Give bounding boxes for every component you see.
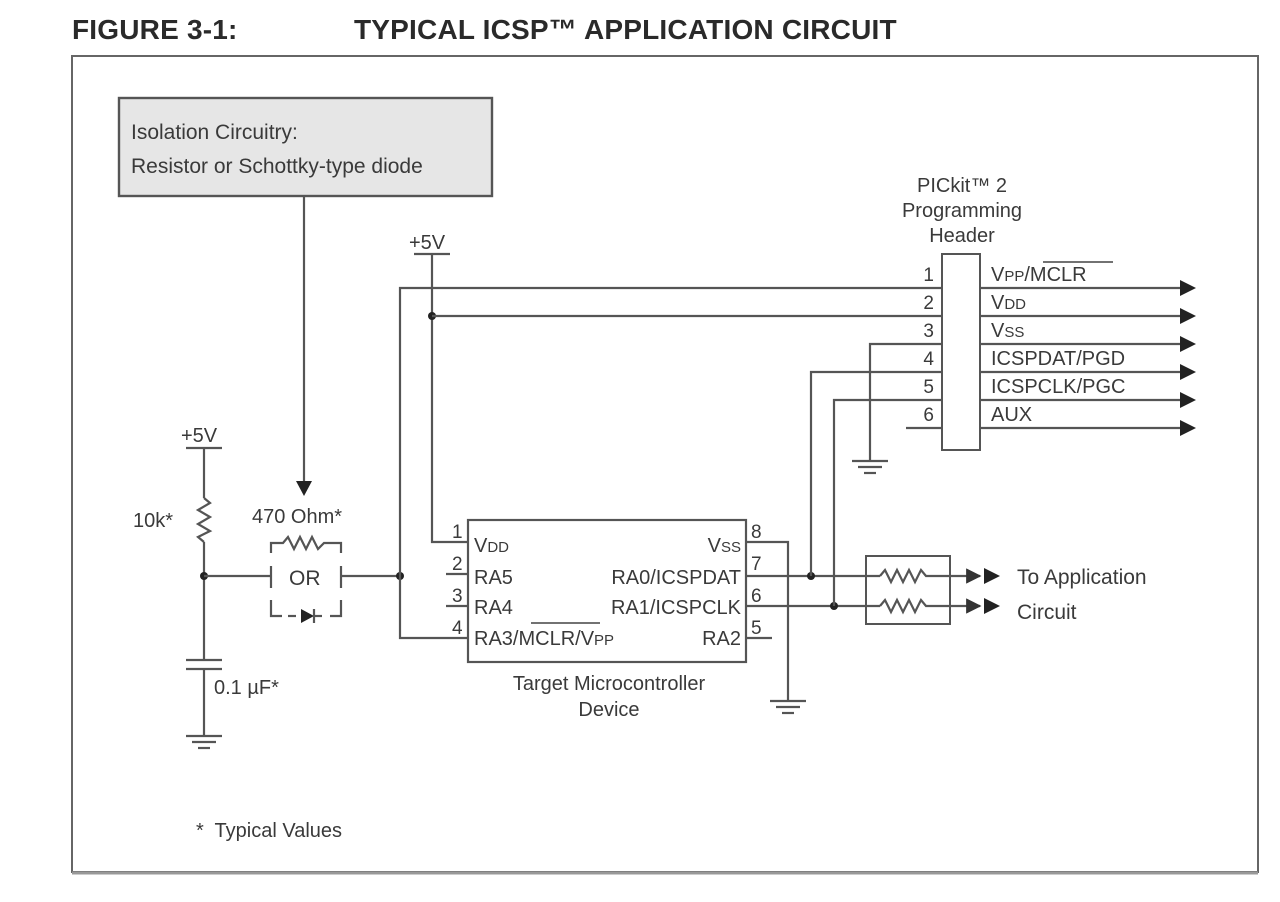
vdd-net-wire bbox=[430, 254, 468, 544]
mcu-pin-ra0-label: RA0/ICSPDAT bbox=[611, 567, 741, 589]
figure-label: FIGURE 3-1: bbox=[72, 14, 238, 45]
resistor-symbol bbox=[879, 567, 932, 585]
vss-header-wire bbox=[868, 342, 1184, 460]
mcu-pin-num: 6 bbox=[751, 586, 762, 607]
mcu-pin-num: 1 bbox=[452, 522, 463, 543]
mcu-pin-num: 4 bbox=[452, 618, 463, 639]
isolation-line1: Isolation Circuitry: bbox=[131, 121, 298, 144]
header-pin-num: 3 bbox=[923, 321, 934, 342]
header-arrow-icon bbox=[1180, 336, 1196, 352]
header-pin-label: VPP/MCLR bbox=[991, 264, 1087, 286]
header-pin-num: 2 bbox=[923, 293, 934, 314]
mcu-pin-num: 8 bbox=[751, 522, 762, 543]
application-label-line2: Circuit bbox=[1017, 601, 1077, 624]
header-arrow-icon bbox=[1180, 364, 1196, 380]
application-arrow-icon bbox=[984, 568, 1000, 584]
pullup-resistor-symbol bbox=[195, 497, 213, 543]
top-supply-label: +5V bbox=[409, 232, 446, 254]
schottky-diode-symbol bbox=[269, 600, 343, 623]
mcu-pin-ra2-label: RA2 bbox=[702, 628, 741, 650]
pgd-header-wire bbox=[809, 370, 1184, 576]
mcu-pin-ra1-label: RA1/ICSPCLK bbox=[611, 597, 742, 619]
isolation-pointer-arrow-icon bbox=[296, 481, 312, 496]
figure-title: TYPICAL ICSP™ APPLICATION CIRCUIT bbox=[354, 14, 897, 45]
header-arrow-icon bbox=[1180, 420, 1196, 436]
target-microcontroller: 1 2 3 4 VDD RA5 RA4 RA3/MCLR/VPP VSS RA0… bbox=[452, 518, 762, 721]
isolation-resistor-label: 470 Ohm* bbox=[252, 506, 342, 528]
mcu-pin-vss-label: VSS bbox=[708, 535, 741, 557]
or-label: OR bbox=[289, 567, 321, 590]
header-pin-label: ICSPDAT/PGD bbox=[991, 348, 1125, 370]
header-title-line2: Programming bbox=[902, 200, 1022, 222]
isolation-resistor-symbol bbox=[269, 534, 343, 553]
pgc-header-wire bbox=[832, 398, 1184, 606]
header-arrow-icon bbox=[1180, 280, 1196, 296]
mcu-pin-ra4-label: RA4 bbox=[474, 597, 513, 619]
mcu-caption-line1: Target Microcontroller bbox=[513, 673, 706, 695]
pickit2-programming-header: PICkit™ 2 Programming Header 1 2 3 4 5 6… bbox=[902, 175, 1125, 451]
header-pin-label: AUX bbox=[991, 404, 1032, 426]
header-title-line3: Header bbox=[929, 225, 995, 247]
left-supply-label: +5V bbox=[181, 425, 218, 447]
header-pin-num: 6 bbox=[923, 405, 934, 426]
header-title-line1: PICkit™ 2 bbox=[917, 175, 1007, 197]
header-pin-num: 4 bbox=[923, 349, 934, 370]
pullup-resistor-label: 10k* bbox=[133, 510, 173, 532]
capacitor-label: 0.1 µF* bbox=[214, 677, 279, 699]
ground-icon bbox=[852, 459, 888, 475]
header-pin-label: VSS bbox=[991, 320, 1024, 342]
mcu-pin-ra5-label: RA5 bbox=[474, 567, 513, 589]
mcu-pin-num: 3 bbox=[452, 586, 463, 607]
ground-icon bbox=[770, 699, 806, 715]
application-arrow-icon bbox=[984, 598, 1000, 614]
header-pin-num: 1 bbox=[923, 265, 934, 286]
header-pin-num: 5 bbox=[923, 377, 934, 398]
header-pin-label: ICSPCLK/PGC bbox=[991, 376, 1125, 398]
vss-wire bbox=[746, 540, 790, 700]
mcu-pin-ra3-label: RA3/MCLR/VPP bbox=[474, 628, 614, 650]
header-arrow-icon bbox=[1180, 308, 1196, 324]
application-label-line1: To Application bbox=[1017, 566, 1147, 589]
ground-icon bbox=[186, 734, 222, 750]
isolation-circuitry-box: Isolation Circuitry: Resistor or Schottk… bbox=[117, 96, 494, 198]
vpp-net-wire bbox=[398, 286, 1184, 640]
isolation-line2: Resistor or Schottky-type diode bbox=[131, 155, 423, 178]
mcu-pin-num: 7 bbox=[751, 554, 762, 575]
mcu-caption-line2: Device bbox=[578, 699, 639, 721]
header-pin-label: VDD bbox=[991, 292, 1026, 314]
mcu-pin-num: 5 bbox=[751, 618, 762, 639]
application-resistor-pack bbox=[865, 555, 951, 625]
footnote: * Typical Values bbox=[196, 820, 342, 842]
header-arrow-icon bbox=[1180, 392, 1196, 408]
resistor-symbol bbox=[879, 597, 932, 615]
mcu-pin-num: 2 bbox=[452, 554, 463, 575]
mcu-pin-vdd-label: VDD bbox=[474, 535, 509, 557]
